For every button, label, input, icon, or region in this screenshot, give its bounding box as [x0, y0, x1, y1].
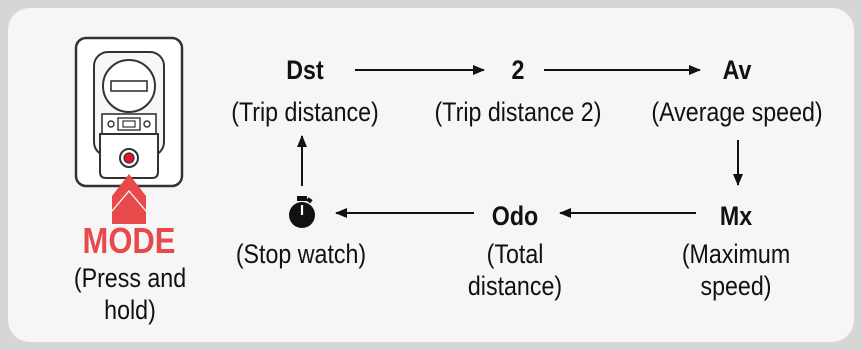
press-arrow-icon [112, 174, 146, 210]
node-stopwatch-desc: (Stop watch) [235, 239, 367, 269]
node-mx: Mx (Maximum speed) [650, 200, 822, 302]
node-dst: Dst (Trip distance) [210, 54, 400, 128]
cyclocomputer-device [74, 36, 184, 188]
node-av-main: Av [722, 55, 752, 85]
stopwatch-icon [289, 196, 315, 228]
mode-button-label: MODE [82, 220, 176, 261]
node-stopwatch: (Stop watch) [206, 238, 396, 270]
node-av: Av (Average speed) [632, 54, 842, 128]
node-trip2: 2 (Trip distance 2) [406, 54, 630, 128]
node-av-desc: (Average speed) [651, 97, 823, 127]
mode-button-desc: (Press and hold) [73, 263, 187, 325]
node-mx-desc-line2: speed) [700, 271, 772, 301]
node-odo: Odo (Total distance) [440, 200, 590, 302]
node-mx-main: Mx [719, 201, 753, 231]
node-trip2-main: 2 [511, 55, 525, 85]
node-odo-desc-line1: (Total [486, 239, 544, 269]
node-dst-desc: (Trip distance) [231, 97, 379, 127]
node-odo-main: Odo [491, 201, 539, 231]
mode-button-dot [123, 152, 135, 164]
node-mx-desc-line1: (Maximum [681, 239, 791, 269]
node-trip2-desc: (Trip distance 2) [434, 97, 602, 127]
node-odo-desc-line2: distance) [467, 271, 563, 301]
node-dst-main: Dst [286, 55, 324, 85]
